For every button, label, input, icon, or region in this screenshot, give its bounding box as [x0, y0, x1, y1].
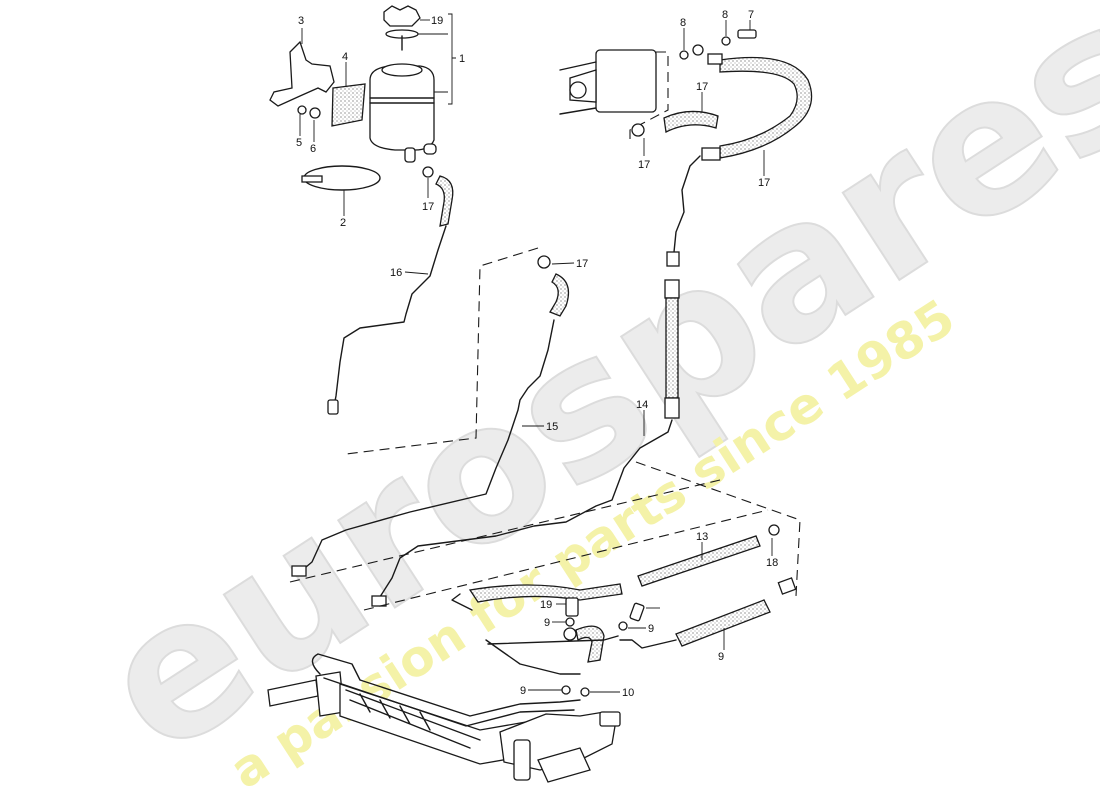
callout-6[interactable]: 6 [310, 143, 316, 155]
callout-13[interactable]: 15 [546, 421, 558, 433]
nut[interactable] [309, 107, 321, 119]
washer[interactable] [297, 105, 307, 115]
sealing-ring[interactable] [565, 617, 575, 627]
banjo-bolt[interactable] [737, 29, 757, 39]
callout-16[interactable]: 17 [696, 81, 708, 93]
sealing-ring[interactable] [580, 687, 590, 697]
callout-9-c[interactable]: 9 [520, 685, 526, 697]
callout-1[interactable]: 1 [459, 53, 465, 65]
sealing-ring[interactable] [721, 36, 731, 46]
callout-17-middle[interactable]: 17 [576, 258, 588, 270]
callout-labels: 3 4 5 6 19 1 2 17 16 17 15 14 8 8 7 17 1… [296, 9, 778, 699]
callout-2[interactable]: 2 [340, 217, 346, 229]
callout-19-left[interactable]: 19 [540, 599, 552, 611]
hose-clamp[interactable] [537, 255, 551, 269]
callout-7[interactable]: 7 [748, 9, 754, 21]
callout-17-reservoir[interactable]: 17 [422, 201, 434, 213]
reservoir-bracket[interactable] [269, 40, 335, 107]
sealing-ring[interactable] [561, 685, 571, 695]
sealing-ring[interactable] [618, 621, 628, 631]
callout-18[interactable]: 19 [431, 15, 443, 27]
steering-pump[interactable] [595, 49, 657, 113]
hose-clamp[interactable] [768, 524, 780, 536]
callout-15[interactable]: 16 [390, 267, 402, 279]
rubber-pad[interactable] [331, 83, 366, 127]
suction-hose-reservoir[interactable] [435, 175, 454, 227]
callout-4[interactable]: 4 [342, 51, 348, 63]
pressure-line[interactable] [377, 419, 673, 601]
pressure-line-upper[interactable] [673, 155, 701, 253]
callout-8-right[interactable]: 8 [722, 9, 728, 21]
callout-3[interactable]: 3 [298, 15, 304, 27]
callout-17-pump[interactable]: 17 [638, 159, 650, 171]
return-hose[interactable] [637, 535, 761, 587]
callout-12[interactable]: 14 [636, 399, 648, 411]
pump-group [559, 29, 813, 161]
callout-8-left[interactable]: 8 [680, 17, 686, 29]
reservoir-cap[interactable] [383, 5, 421, 27]
pressure-hose[interactable] [675, 599, 771, 647]
reservoir-group [269, 5, 454, 227]
reservoir-body[interactable] [369, 65, 435, 151]
hose-clamp[interactable] [422, 166, 434, 178]
suction-line[interactable] [333, 225, 447, 407]
return-hose-upper[interactable] [549, 273, 570, 317]
suction-hose[interactable] [663, 110, 719, 133]
watermark: eurospares a passion for parts since 198… [63, 0, 1100, 800]
reference-line [635, 461, 801, 597]
callout-11[interactable]: 13 [696, 531, 708, 543]
hose-clamp[interactable] [631, 123, 645, 137]
callout-9-b[interactable]: 9 [648, 623, 654, 635]
callout-14[interactable]: 17 [758, 177, 770, 189]
hollow-bolt[interactable] [629, 602, 645, 622]
callout-10[interactable]: 9 [718, 651, 724, 663]
callout-5[interactable]: 5 [296, 137, 302, 149]
sealing-ring[interactable] [679, 50, 689, 60]
callout-17-right[interactable]: 18 [766, 557, 778, 569]
reference-line [345, 247, 539, 455]
hollow-bolt[interactable] [565, 597, 579, 617]
return-line[interactable] [299, 319, 555, 573]
callout-9-a[interactable]: 9 [544, 617, 550, 629]
watermark-brand: eurospares [64, 0, 1100, 798]
pressure-hose-vertical[interactable] [665, 297, 679, 399]
callout-9-d[interactable]: 10 [622, 687, 634, 699]
steering-rack[interactable] [267, 653, 621, 783]
